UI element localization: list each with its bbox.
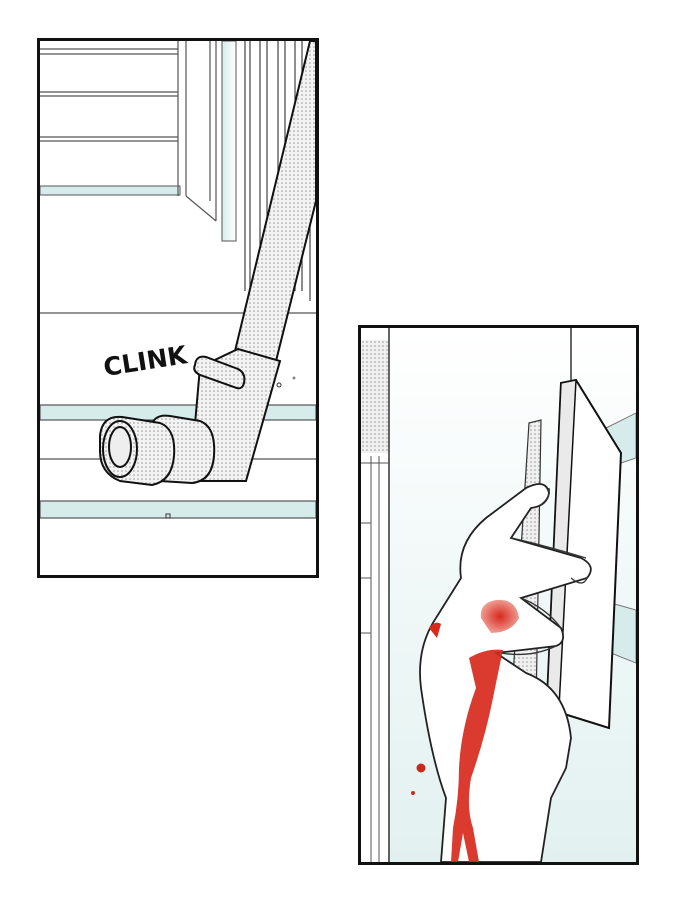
panel-1: CLINK [37, 38, 319, 578]
blood-stain [480, 599, 519, 633]
wall-panels [40, 48, 178, 142]
blood-drip [451, 649, 503, 862]
panel-1-artwork [40, 41, 316, 519]
panel-2-artwork [361, 328, 636, 862]
panel-2 [358, 325, 639, 865]
